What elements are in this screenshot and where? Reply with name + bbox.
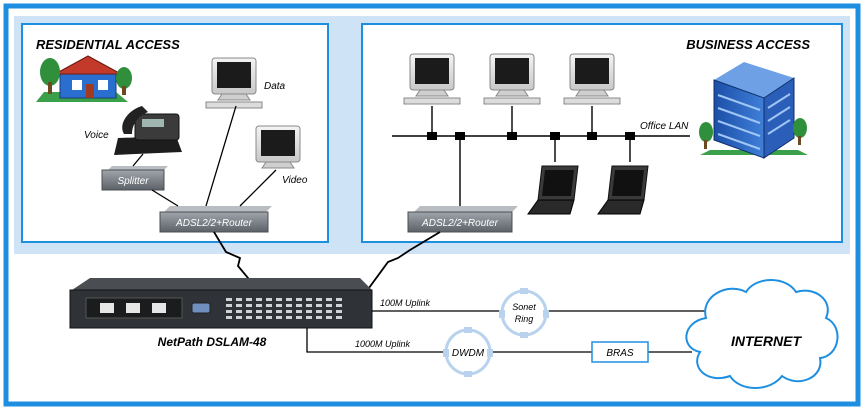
dslam-port-led — [226, 304, 232, 307]
uplink-links — [306, 310, 720, 353]
internet-label: INTERNET — [731, 333, 802, 349]
bras-box — [591, 341, 649, 363]
office-lan-bus — [392, 106, 690, 212]
dslam-port-led — [326, 316, 332, 319]
business-router-box — [407, 206, 518, 233]
dslam-port-led — [296, 310, 302, 313]
dslam-port-led — [296, 298, 302, 301]
business-title: BUSINESS ACCESS — [686, 37, 810, 52]
uplink-1000m-label: 1000M Uplink — [355, 339, 411, 349]
dslam-port-led — [256, 310, 262, 313]
dslam-port-led — [226, 298, 232, 301]
residential-router-label: ADSL2/2+Router — [175, 218, 253, 229]
dslam-port-led — [326, 298, 332, 301]
dslam-port-led — [266, 298, 272, 301]
dslam-port-led — [236, 304, 242, 307]
dslam-port-led — [286, 316, 292, 319]
uplink-100m-label: 100M Uplink — [380, 298, 431, 308]
dslam-port-led — [336, 310, 342, 313]
dslam-port-led — [286, 310, 292, 313]
video-label: Video — [282, 175, 308, 186]
dwdm-ring — [443, 327, 493, 377]
dslam-port-led — [316, 298, 322, 301]
splitter-box — [101, 166, 168, 191]
dslam-port-led — [296, 316, 302, 319]
residential-router-box — [159, 206, 272, 233]
dslam-port-led — [236, 316, 242, 319]
dslam-port-led — [276, 304, 282, 307]
business-dsl-link — [365, 231, 441, 293]
dslam-label: NetPath DSLAM-48 — [158, 335, 267, 349]
dslam-port-led — [256, 316, 262, 319]
dslam-port-led — [316, 304, 322, 307]
dslam-port-led — [316, 310, 322, 313]
lan-taps — [427, 132, 635, 140]
dslam-port-led — [286, 304, 292, 307]
dslam-port-led — [326, 310, 332, 313]
dslam-port-led — [256, 298, 262, 301]
dslam-port-led — [256, 304, 262, 307]
phone-icon — [114, 106, 182, 155]
dslam-port-led — [246, 316, 252, 319]
sonet-ring — [499, 288, 549, 338]
dslam-port-led — [276, 310, 282, 313]
dslam-port-led — [336, 298, 342, 301]
dslam-port-led — [306, 298, 312, 301]
dslam-port-led — [326, 304, 332, 307]
dslam-port-led — [226, 310, 232, 313]
sonet-label-line1: Sonet — [512, 302, 536, 312]
dslam-port-led — [236, 298, 242, 301]
business-router-label: ADSL2/2+Router — [421, 218, 499, 229]
dslam-port-led — [306, 310, 312, 313]
voice-label: Voice — [84, 130, 109, 141]
dslam-port-led — [246, 310, 252, 313]
dwdm-label: DWDM — [452, 348, 485, 359]
office-building-icon — [699, 62, 808, 159]
internet-cloud — [685, 279, 839, 389]
dslam-port-led — [266, 304, 272, 307]
data-label: Data — [264, 81, 286, 92]
dslam-port-led — [316, 316, 322, 319]
dslam-led-grid — [226, 298, 342, 319]
dslam-port-led — [246, 304, 252, 307]
dslam-port-led — [276, 316, 282, 319]
dslam-port-led — [266, 316, 272, 319]
dslam-chassis — [69, 278, 373, 329]
dslam-port-led — [236, 310, 242, 313]
dslam-port-led — [246, 298, 252, 301]
residential-dsl-link — [213, 231, 259, 291]
video-monitor-icon — [255, 125, 301, 169]
residential-links — [132, 105, 277, 207]
dslam-port-led — [276, 298, 282, 301]
office-lan-label: Office LAN — [640, 121, 689, 132]
dslam-port-led — [286, 298, 292, 301]
dslam-port-led — [306, 316, 312, 319]
dslam-port-led — [306, 304, 312, 307]
house-icon — [36, 55, 132, 102]
dslam-port-led — [336, 304, 342, 307]
dslam-port-led — [266, 310, 272, 313]
residential-title: RESIDENTIAL ACCESS — [36, 37, 180, 52]
dslam-port-led — [226, 316, 232, 319]
dslam-port-led — [336, 316, 342, 319]
bras-label: BRAS — [606, 348, 634, 359]
sonet-label-line2: Ring — [515, 314, 534, 324]
splitter-label: Splitter — [117, 176, 149, 187]
dslam-port-led — [296, 304, 302, 307]
